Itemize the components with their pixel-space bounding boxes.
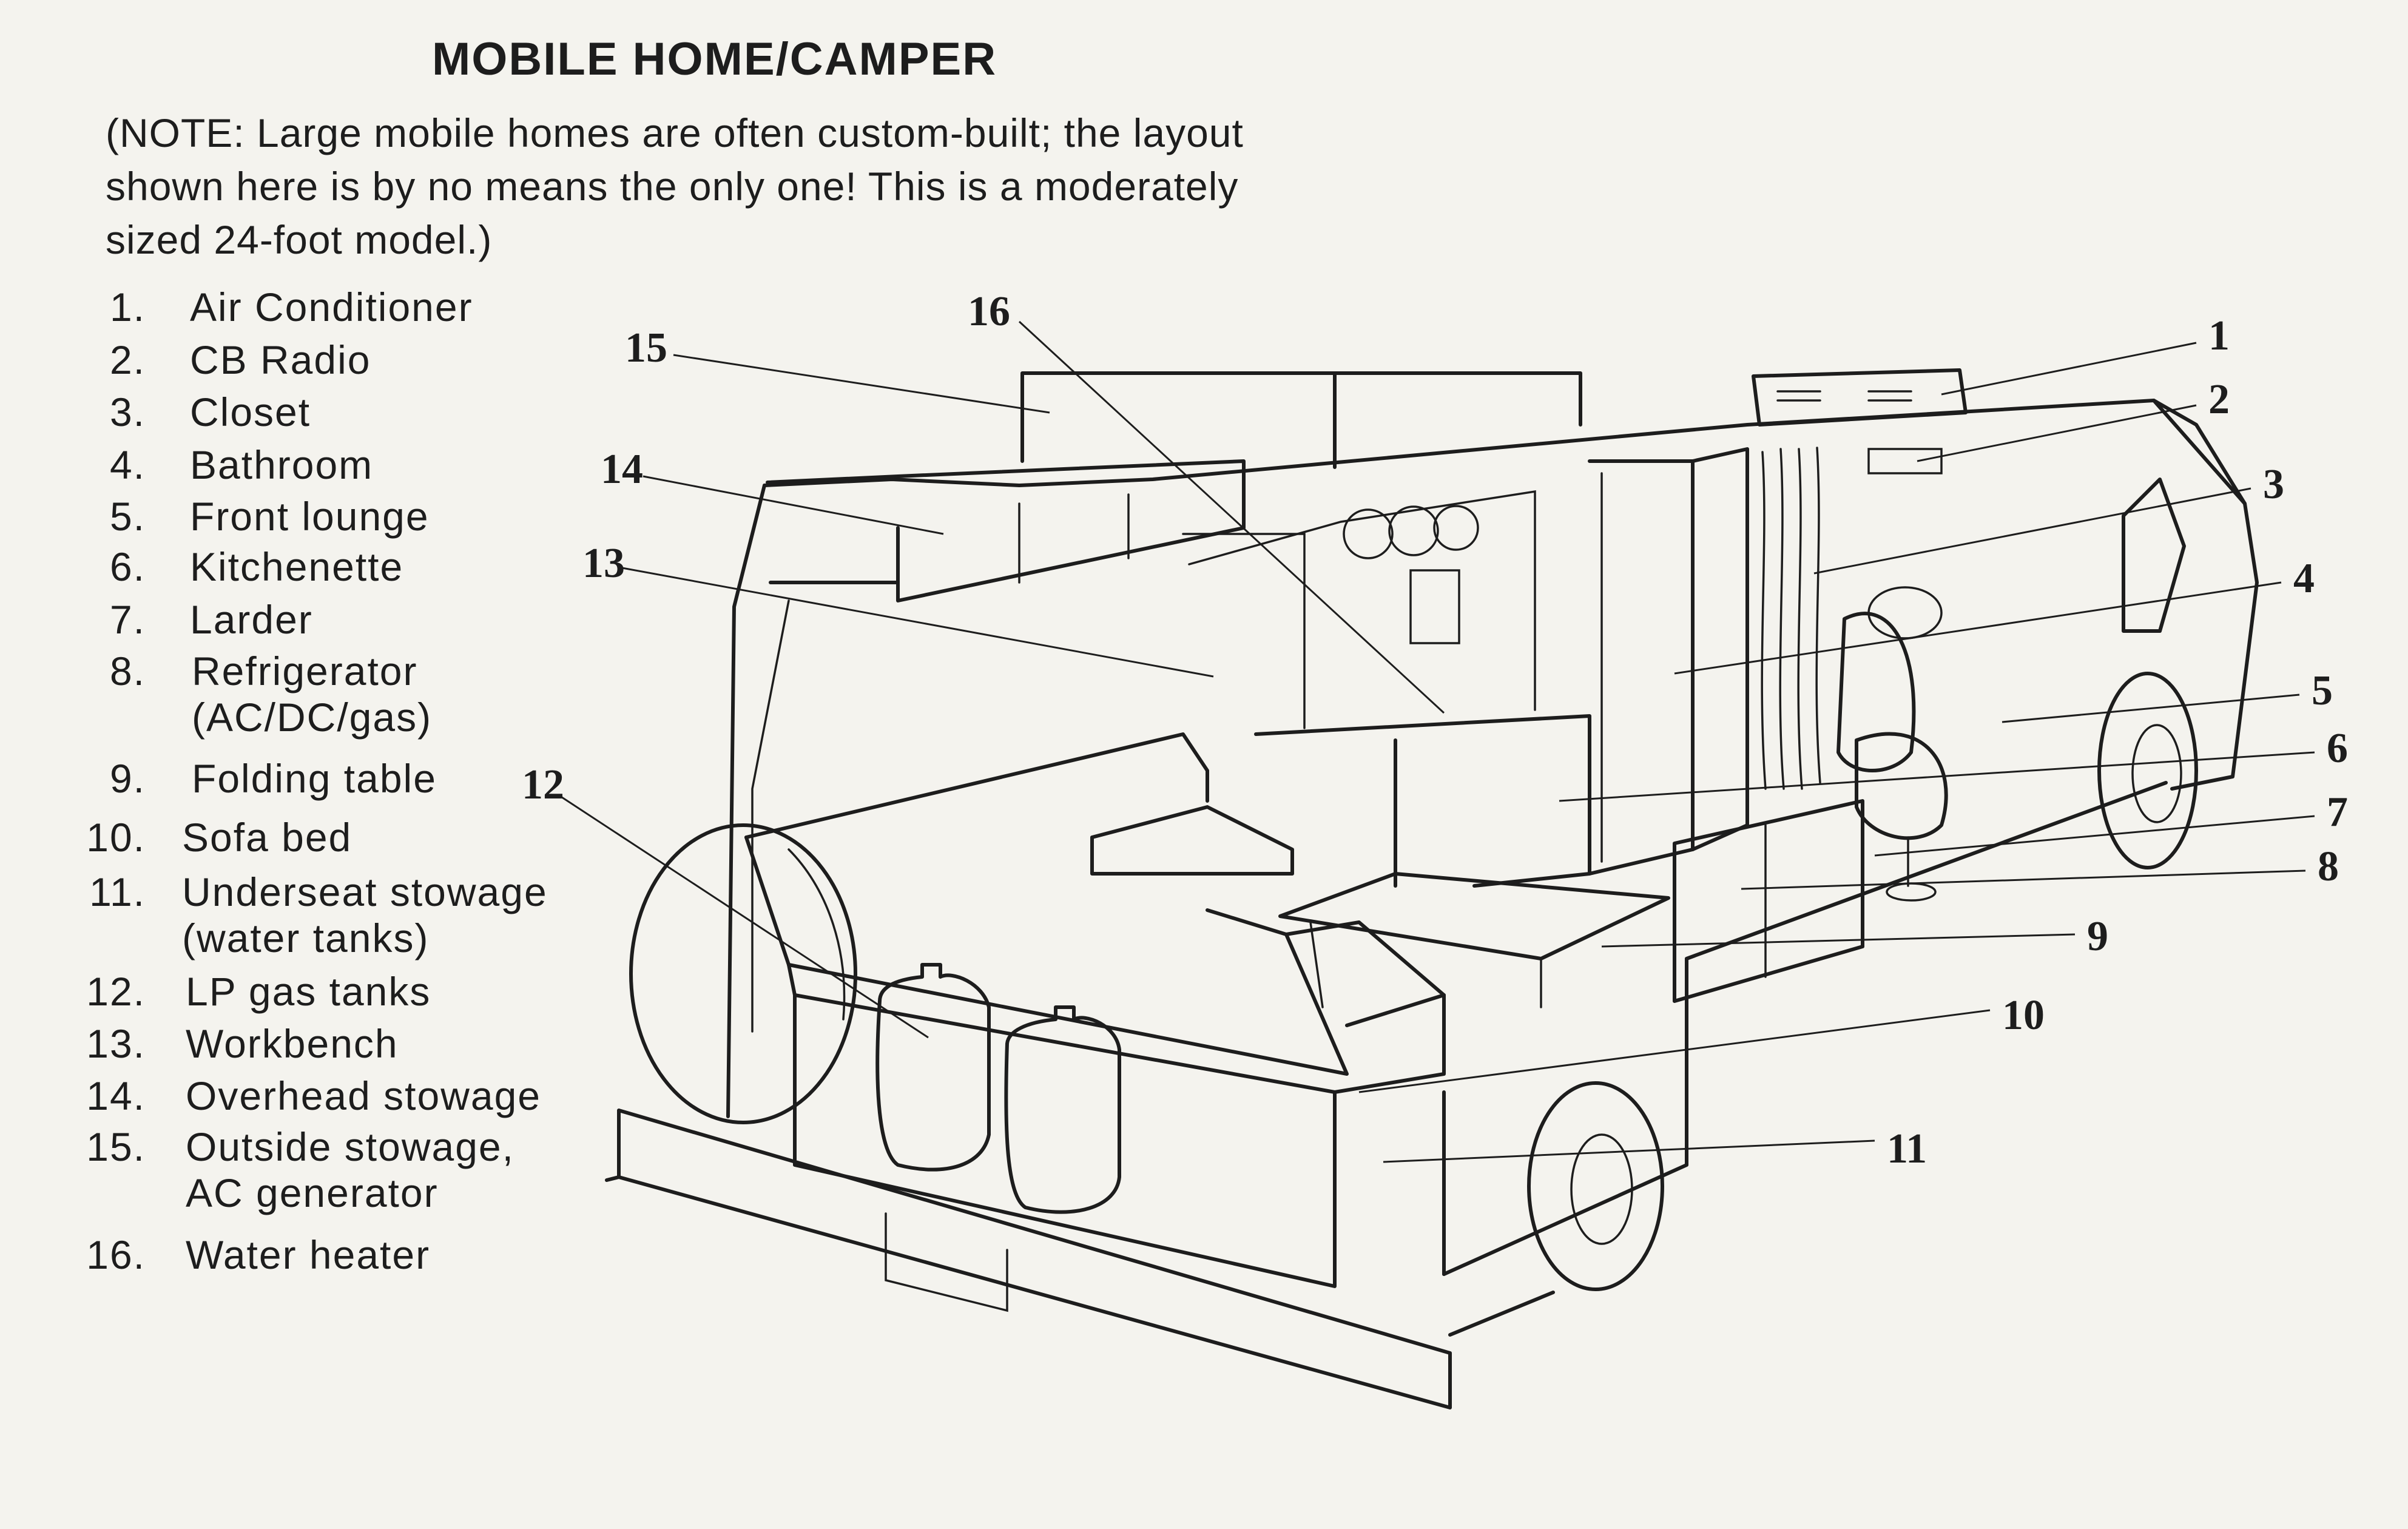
callout-leader-line bbox=[1674, 581, 2282, 675]
legend-label-line: Sofa bed bbox=[182, 815, 352, 860]
callout-leader-line bbox=[1741, 869, 2306, 890]
legend-label-line: (water tanks) bbox=[182, 916, 430, 960]
legend-label: Folding table bbox=[192, 755, 437, 802]
legend-label: Bathroom bbox=[190, 442, 373, 488]
legend-label: Kitchenette bbox=[190, 544, 403, 590]
legend-label-line: (AC/DC/gas) bbox=[192, 695, 433, 740]
note-line: (NOTE: Large mobile homes are often cust… bbox=[106, 110, 1244, 155]
callout-leader-line bbox=[1559, 751, 2315, 802]
callout-leader-line bbox=[1383, 1139, 1875, 1163]
legend-number: 9. bbox=[109, 756, 146, 801]
legend-label-line: AC generator bbox=[186, 1170, 439, 1215]
legend-label-line: Front lounge bbox=[190, 494, 430, 539]
camper-body bbox=[605, 368, 2259, 1409]
legend-label: Water heater bbox=[186, 1232, 430, 1278]
legend-label-line: Air Conditioner bbox=[190, 285, 473, 329]
callout-leader-line bbox=[642, 475, 944, 535]
callout-number: 4 bbox=[2293, 555, 2315, 602]
legend-label: CB Radio bbox=[190, 337, 371, 383]
note-line: sized 24-foot model.) bbox=[106, 217, 493, 262]
callout-number: 2 bbox=[2208, 376, 2230, 423]
callout-leader-line bbox=[618, 566, 1214, 678]
legend-number: 15. bbox=[86, 1124, 146, 1169]
legend-label: Outside stowage,AC generator bbox=[186, 1124, 514, 1216]
callout-number: 8 bbox=[2318, 843, 2339, 890]
legend-number: 7. bbox=[109, 597, 146, 642]
legend-label-line: Overhead stowage bbox=[186, 1073, 542, 1118]
legend-label-line: LP gas tanks bbox=[186, 969, 431, 1014]
legend-label-line: Folding table bbox=[192, 756, 437, 801]
callout-number: 15 bbox=[625, 325, 667, 371]
callout-number: 14 bbox=[601, 446, 643, 493]
legend-number: 8. bbox=[109, 649, 146, 694]
legend-number: 14. bbox=[86, 1073, 146, 1118]
legend-label-line: Underseat stowage bbox=[182, 869, 548, 914]
legend-label: Refrigerator(AC/DC/gas) bbox=[192, 648, 432, 740]
callout-number: 11 bbox=[1887, 1126, 1927, 1172]
note-line: shown here is by no means the only one! … bbox=[106, 164, 1239, 209]
legend-number: 11. bbox=[89, 869, 146, 914]
legend-number: 16. bbox=[86, 1232, 146, 1277]
legend-label: Air Conditioner bbox=[190, 284, 473, 330]
legend-number: 3. bbox=[109, 390, 146, 434]
note-text: (NOTE: Large mobile homes are often cust… bbox=[106, 106, 1440, 266]
callout-number: 5 bbox=[2312, 667, 2333, 714]
page-title: MOBILE HOME/CAMPER bbox=[432, 33, 997, 85]
callout-leader-line bbox=[1813, 487, 2251, 575]
callout-leader-line bbox=[1018, 320, 1445, 714]
legend-number: 13. bbox=[86, 1021, 146, 1066]
callout-leader-line bbox=[2002, 694, 2300, 723]
callout-leader-line bbox=[1941, 342, 2197, 396]
legend-number: 5. bbox=[109, 494, 146, 539]
legend-number: 4. bbox=[109, 442, 146, 487]
legend-label-line: Refrigerator bbox=[192, 649, 418, 694]
legend-label-line: Water heater bbox=[186, 1232, 431, 1277]
legend-label-line: Outside stowage, bbox=[186, 1124, 514, 1169]
legend-number: 10. bbox=[86, 815, 146, 860]
legend-label: Closet bbox=[190, 389, 311, 435]
callout-leader-line bbox=[1917, 404, 2197, 462]
legend-label-line: Closet bbox=[190, 390, 311, 434]
legend-number: 6. bbox=[109, 544, 146, 589]
callout-number: 12 bbox=[522, 761, 564, 808]
callout-number: 1 bbox=[2208, 312, 2230, 359]
callout-number: 16 bbox=[968, 288, 1010, 335]
callout-leader-line bbox=[673, 354, 1050, 414]
callout-number: 9 bbox=[2087, 913, 2108, 960]
callout-number: 13 bbox=[582, 540, 625, 587]
callout-leader-line bbox=[1358, 1009, 1991, 1093]
legend-label-line: Workbench bbox=[186, 1021, 399, 1066]
legend-label: Larder bbox=[190, 596, 313, 643]
legend-label: Sofa bed bbox=[182, 814, 352, 860]
callout-number: 3 bbox=[2263, 461, 2284, 508]
legend-label-line: Kitchenette bbox=[190, 544, 404, 589]
legend-number: 2. bbox=[109, 337, 146, 382]
callout-leader-line bbox=[558, 794, 929, 1039]
legend-number: 12. bbox=[86, 969, 146, 1014]
legend-label: Front lounge bbox=[190, 493, 430, 539]
legend-number: 1. bbox=[109, 285, 146, 329]
callout-number: 6 bbox=[2327, 725, 2348, 772]
legend-label: Underseat stowage(water tanks) bbox=[182, 869, 548, 961]
callout-number: 10 bbox=[2002, 992, 2045, 1039]
callout-leader-line bbox=[1601, 933, 2076, 948]
legend-label-line: CB Radio bbox=[190, 337, 371, 382]
callout-leader-line bbox=[1874, 815, 2315, 857]
legend-label: Workbench bbox=[186, 1021, 399, 1067]
legend-label-line: Bathroom bbox=[190, 442, 374, 487]
callout-number: 7 bbox=[2327, 789, 2348, 835]
legend-label-line: Larder bbox=[190, 597, 313, 642]
legend-label: Overhead stowage bbox=[186, 1073, 541, 1119]
legend-label: LP gas tanks bbox=[186, 968, 431, 1014]
